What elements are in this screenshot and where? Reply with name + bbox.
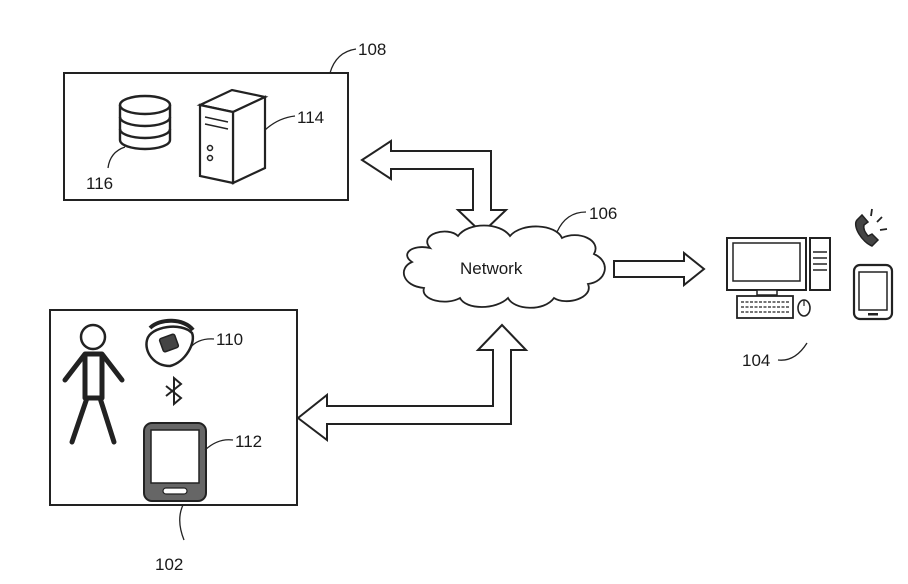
database-icon [120,96,170,149]
cloud-icon: Network [404,226,605,308]
wearable-band-icon [146,321,193,366]
ref-label-108: 108 [358,40,386,59]
server-tower-icon [200,90,265,183]
server-network-arrow [362,141,506,233]
ref-label-110: 110 [216,330,243,349]
ref-label-106: 106 [589,204,617,223]
network-label: Network [460,259,523,278]
smartphone-icon [854,265,892,319]
ref-label-112: 112 [235,432,262,451]
server-system-box: 108 116 114 [64,40,386,200]
ref-label-102: 102 [155,555,183,574]
bluetooth-icon [166,378,181,404]
person-icon [65,325,122,442]
tablet-icon [144,423,206,501]
ref-label-116: 116 [86,174,113,193]
user-system-box: 110 112 [50,310,297,505]
desktop-computer-icon [727,238,830,318]
telephone-icon [856,209,887,246]
user-network-arrow [298,325,526,440]
client-devices: 104 [727,209,892,370]
network-devices-arrow [614,253,704,285]
ref-label-114: 114 [297,108,324,127]
ref-label-104: 104 [742,351,770,370]
